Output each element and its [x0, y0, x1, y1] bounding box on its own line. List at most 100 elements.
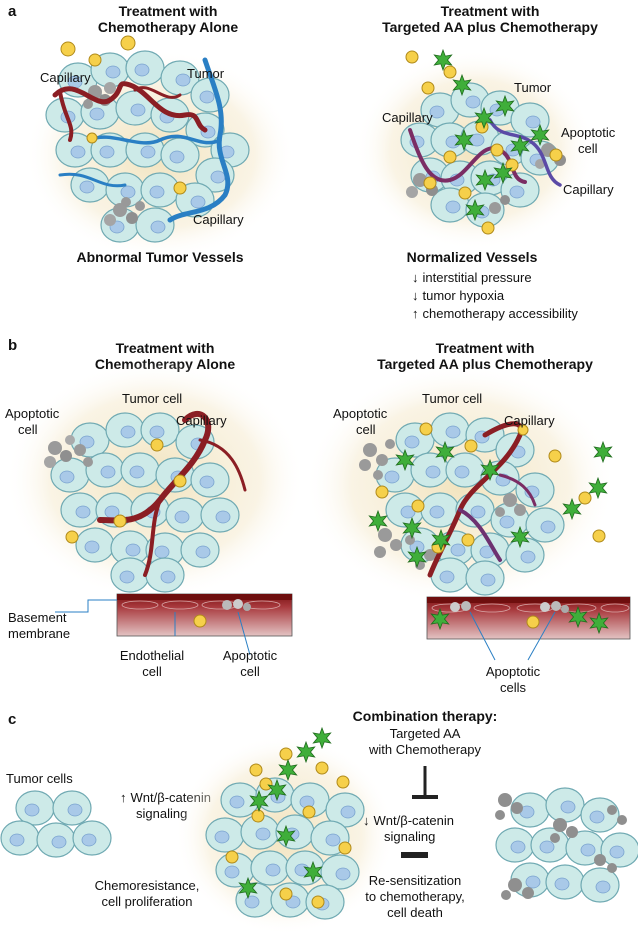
cell-nucleus: [445, 425, 461, 439]
drug-star-icon: [402, 516, 422, 540]
cell-nucleus: [195, 545, 211, 559]
cell-nucleus: [384, 470, 400, 484]
svg-text:↓interstitial pressure: ↓interstitial pressure: [412, 270, 532, 285]
cell-nucleus: [480, 573, 496, 587]
cell-nucleus: [400, 505, 416, 519]
b-left-apoptotic-cluster: [44, 435, 93, 468]
cell-nucleus: [525, 875, 541, 889]
c-inhibition-symbol: [412, 766, 438, 799]
b-left-label-endothelial-line1: Endothelial: [120, 648, 184, 663]
drug-star-icon: [296, 740, 316, 764]
drug-star-icon: [589, 611, 609, 635]
c-up-arrow: ↑: [120, 790, 127, 805]
b-right-label-apoptotic-line2: cell: [356, 422, 376, 437]
cell-nucleus: [510, 840, 526, 854]
b-left-tumor: [5, 360, 305, 600]
drug-star-icon: [568, 605, 588, 629]
cell-nucleus: [229, 795, 245, 809]
b-left-label-endothelial-line2: cell: [142, 664, 162, 679]
cell-nucleus: [609, 845, 625, 859]
cell-nucleus: [210, 170, 226, 184]
drug-star-icon: [493, 161, 513, 185]
cell-nucleus: [255, 827, 271, 841]
c-combo-title: Combination therapy:: [353, 708, 498, 724]
cell-nucleus: [425, 465, 441, 479]
b-left-cell-cluster: [50, 412, 240, 593]
a-right-title-line2: Targeted AA plus Chemotherapy: [382, 19, 598, 35]
cell-nucleus: [540, 520, 556, 534]
cell-nucleus: [539, 840, 555, 854]
cell-nucleus: [335, 867, 351, 881]
cell-nucleus: [520, 550, 536, 564]
drug-star-icon: [249, 789, 269, 813]
c-minus-bar: [401, 852, 428, 858]
effect-arrow-3: ↑: [412, 306, 419, 321]
c-label-tumor-cells: Tumor cells: [6, 771, 73, 786]
b-right-label-tumor-cell: Tumor cell: [422, 391, 482, 406]
a-right-label-tumor: Tumor: [514, 80, 552, 95]
drug-star-icon: [510, 525, 530, 549]
cell-nucleus: [265, 863, 281, 877]
a-right-label-apoptotic-line1: Apoptotic: [561, 125, 616, 140]
c-wnt-down-line2: signaling: [384, 829, 435, 844]
cell-nucleus: [214, 830, 230, 844]
c-resens-line2: to chemotherapy,: [365, 889, 464, 904]
b-right-label-apoptotic-line1: Apoptotic: [333, 406, 388, 421]
cell-nucleus: [160, 570, 176, 584]
b-right-green-stars: [368, 440, 613, 569]
a-right-caption: Normalized Vessels: [407, 249, 538, 265]
cell-nucleus: [105, 65, 121, 79]
drug-star-icon: [475, 168, 495, 192]
drug-star-icon: [562, 497, 582, 521]
cell-nucleus: [509, 185, 525, 199]
a-left-title-line1: Treatment with: [119, 3, 218, 19]
cell-nucleus: [560, 800, 576, 814]
c-large-tumor: [175, 726, 395, 935]
panel-letter-a: a: [8, 3, 17, 20]
b-right-label-apoptotic2-line1: Apoptotic: [486, 664, 541, 679]
drug-star-icon: [430, 607, 450, 631]
a-right-effects: ↓interstitial pressure ↓tumor hypoxia ↑c…: [412, 270, 578, 321]
cell-nucleus: [445, 200, 461, 214]
cell-nucleus: [130, 103, 146, 117]
svg-text:↓Wnt/β-catenin: ↓ Wnt/β-catenin: [363, 813, 454, 828]
cell-nucleus: [199, 475, 215, 489]
drug-star-icon: [276, 824, 296, 848]
cell-nucleus: [125, 543, 141, 557]
drug-star-icon: [593, 440, 613, 464]
cell-nucleus: [465, 95, 481, 109]
cell-nucleus: [84, 540, 100, 554]
drug-star-icon: [452, 73, 472, 97]
b-left-membrane-strip: [116, 593, 293, 637]
b-left-label-apoptotic-line2: cell: [18, 422, 38, 437]
a-right-tumor: [355, 48, 595, 250]
b-left-label-basement-line1: Basement: [8, 610, 67, 625]
a-left-label-capillary-bottom: Capillary: [193, 212, 244, 227]
cell-nucleus: [129, 465, 145, 479]
b-left-label-apoptotic2-line2: cell: [240, 664, 260, 679]
cell-nucleus: [99, 145, 115, 159]
a-left-label-capillary-top: Capillary: [40, 70, 91, 85]
drug-star-icon: [480, 458, 500, 482]
c-right-tumor: [495, 787, 638, 903]
effect-text-3: chemotherapy accessibility: [423, 306, 579, 321]
cell-nucleus: [469, 133, 485, 147]
effect-arrow-2: ↓: [412, 288, 419, 303]
cell-nucleus: [454, 465, 470, 479]
a-right-green-stars: [433, 48, 550, 222]
c-down-arrow: ↓: [363, 813, 370, 828]
a-left-caption: Abnormal Tumor Vessels: [76, 249, 243, 265]
cell-nucleus: [554, 877, 570, 891]
c-drug-dots: [225, 747, 352, 909]
b-right-apoptotic-clusters: [359, 439, 526, 570]
drug-star-icon: [433, 48, 453, 72]
c-wnt-down-line1: Wnt/β-catenin: [374, 813, 454, 828]
effect-arrow-1: ↓: [412, 270, 419, 285]
c-green-stars: [238, 726, 332, 900]
cell-nucleus: [429, 105, 445, 119]
cell-nucleus: [525, 115, 541, 129]
cell-nucleus: [595, 880, 611, 894]
drug-star-icon: [474, 106, 494, 130]
b-right-membrane-strip: [426, 596, 631, 640]
